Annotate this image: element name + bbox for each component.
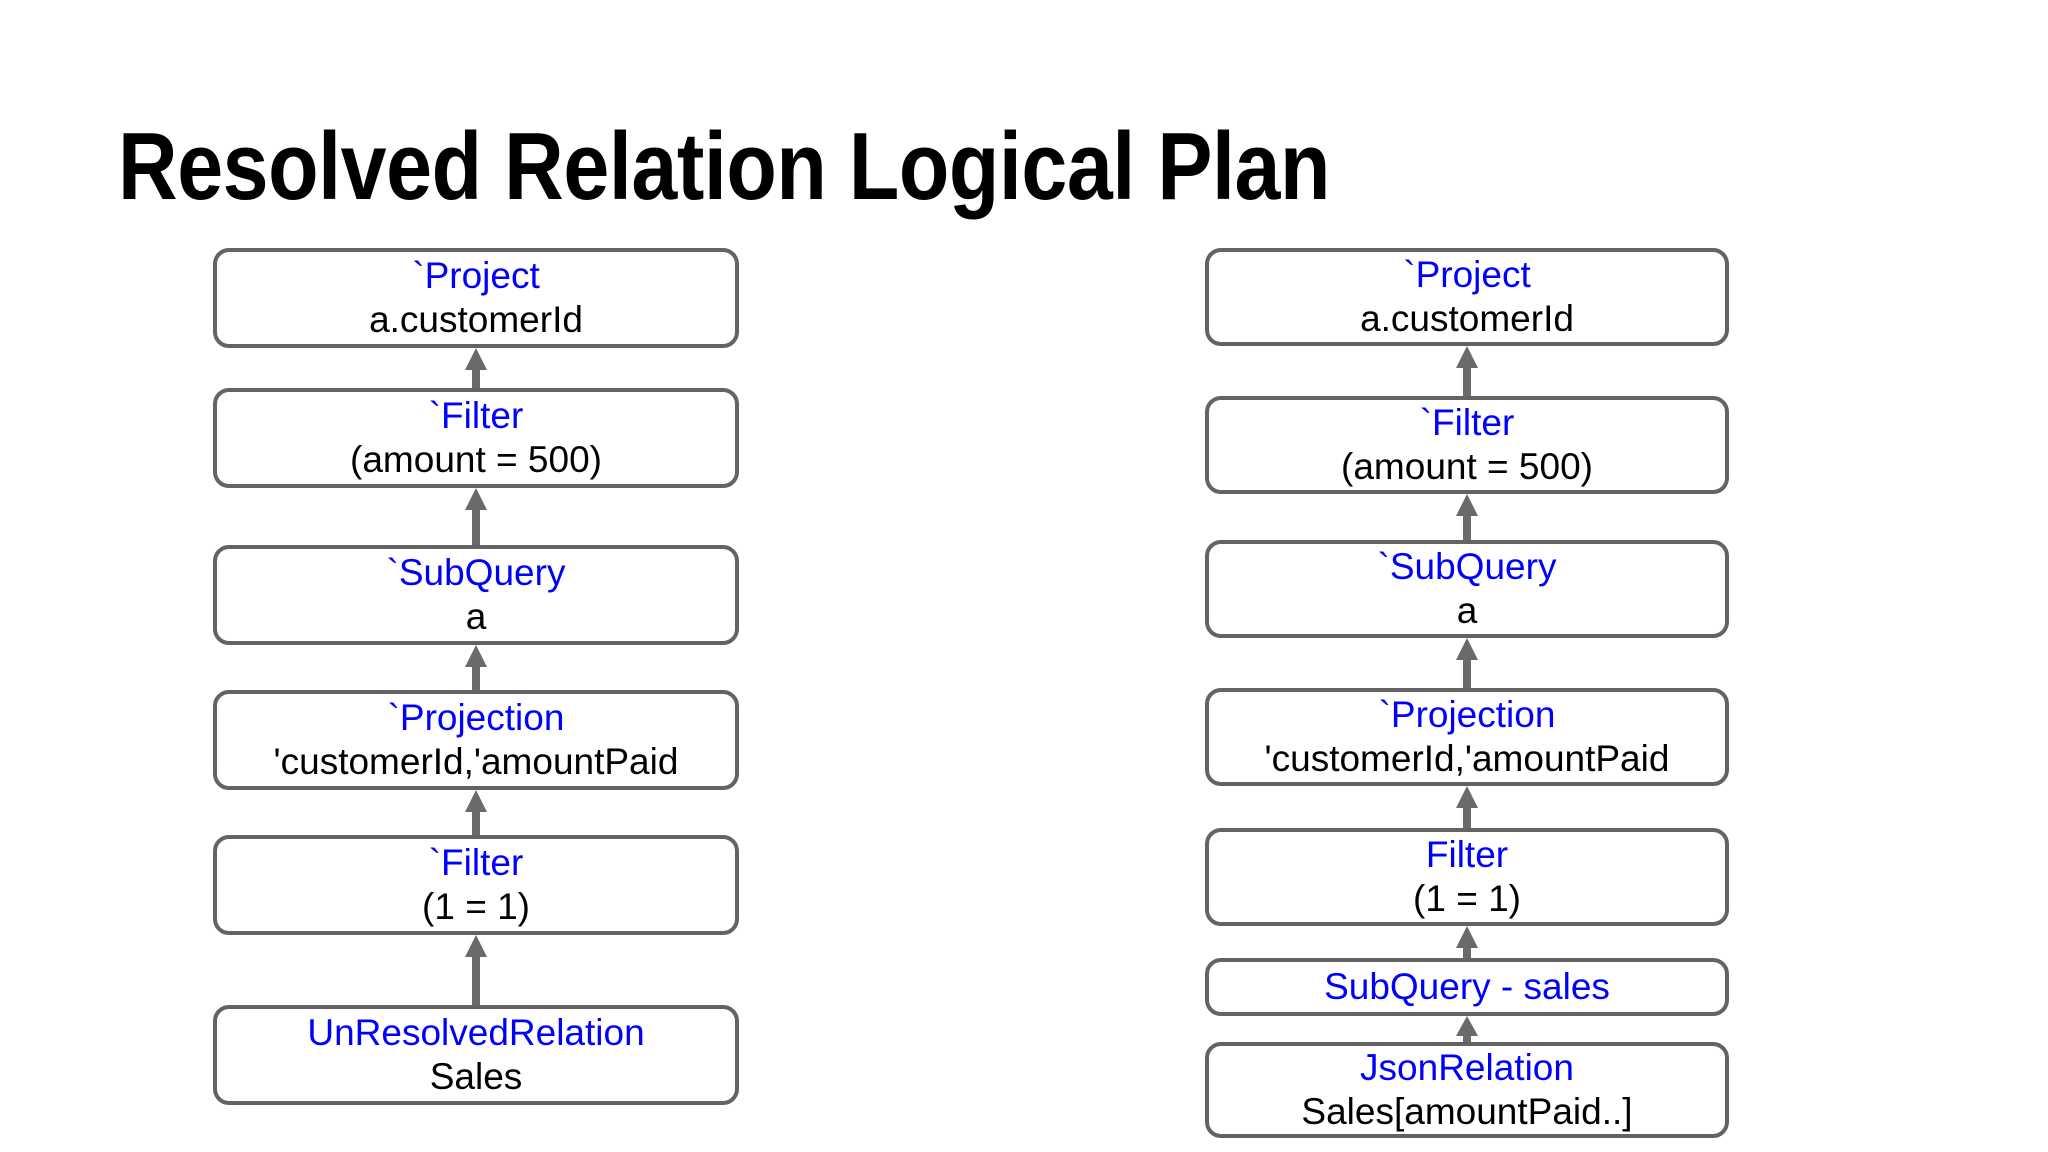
plan-node-detail: (amount = 500) <box>1341 446 1593 487</box>
plan-node[interactable]: `Project a.customerId <box>213 248 739 348</box>
arrow-up-icon <box>1452 926 1482 958</box>
plan-node[interactable]: UnResolvedRelation Sales <box>213 1005 739 1105</box>
plan-node-name: Filter <box>1425 834 1509 875</box>
plan-node[interactable]: `Filter (amount = 500) <box>213 388 739 488</box>
arrow-up-icon <box>461 790 491 835</box>
plan-node-detail: a <box>1456 590 1478 631</box>
plan-node[interactable]: Filter (1 = 1) <box>1205 828 1729 926</box>
plan-node[interactable]: `Filter (amount = 500) <box>1205 396 1729 494</box>
arrow-up-icon <box>1452 1016 1482 1042</box>
plan-node-name: `Projection <box>1378 694 1556 735</box>
plan-node-name: `Projection <box>387 697 565 738</box>
plan-node-name: UnResolvedRelation <box>307 1012 645 1053</box>
plan-node[interactable]: `Projection 'customerId,'amountPaid <box>1205 688 1729 786</box>
plan-node[interactable]: SubQuery - sales <box>1205 958 1729 1016</box>
arrow-up-icon <box>461 488 491 545</box>
plan-node-name: `Filter <box>428 842 524 883</box>
plan-node[interactable]: `Filter (1 = 1) <box>213 835 739 935</box>
plan-node[interactable]: JsonRelation Sales[amountPaid..] <box>1205 1042 1729 1138</box>
plan-node-detail: Sales <box>429 1056 523 1097</box>
plan-node[interactable]: `Project a.customerId <box>1205 248 1729 346</box>
arrow-up-icon <box>461 935 491 1005</box>
plan-node-detail: 'customerId,'amountPaid <box>1264 738 1670 779</box>
plan-node-name: `Project <box>1403 254 1531 295</box>
arrow-up-icon <box>1452 494 1482 540</box>
arrow-up-icon <box>461 348 491 388</box>
plan-node-detail: a.customerId <box>1360 298 1574 339</box>
plan-node-detail: (1 = 1) <box>422 886 530 927</box>
plan-node-detail: a <box>465 596 487 637</box>
plan-node-name: `Project <box>412 255 540 296</box>
plan-node-name: `Filter <box>428 395 524 436</box>
arrow-up-icon <box>461 645 491 690</box>
plan-node-name: `SubQuery <box>1377 546 1557 587</box>
arrow-up-icon <box>1452 638 1482 688</box>
plan-node[interactable]: `Projection 'customerId,'amountPaid <box>213 690 739 790</box>
arrow-up-icon <box>1452 346 1482 396</box>
plan-node-detail: 'customerId,'amountPaid <box>273 741 679 782</box>
plan-node-detail: (amount = 500) <box>350 439 602 480</box>
plan-node-name: `SubQuery <box>386 552 566 593</box>
plan-node-detail: (1 = 1) <box>1413 878 1521 919</box>
plan-node-name: JsonRelation <box>1360 1047 1574 1088</box>
arrow-up-icon <box>1452 786 1482 828</box>
plan-node-name: SubQuery - sales <box>1324 966 1610 1007</box>
plan-node[interactable]: `SubQuery a <box>213 545 739 645</box>
plan-node-detail: Sales[amountPaid..] <box>1301 1091 1633 1132</box>
plan-node-detail: a.customerId <box>369 299 583 340</box>
page-title: Resolved Relation Logical Plan <box>118 113 1331 221</box>
plan-node[interactable]: `SubQuery a <box>1205 540 1729 638</box>
plan-node-name: `Filter <box>1419 402 1515 443</box>
